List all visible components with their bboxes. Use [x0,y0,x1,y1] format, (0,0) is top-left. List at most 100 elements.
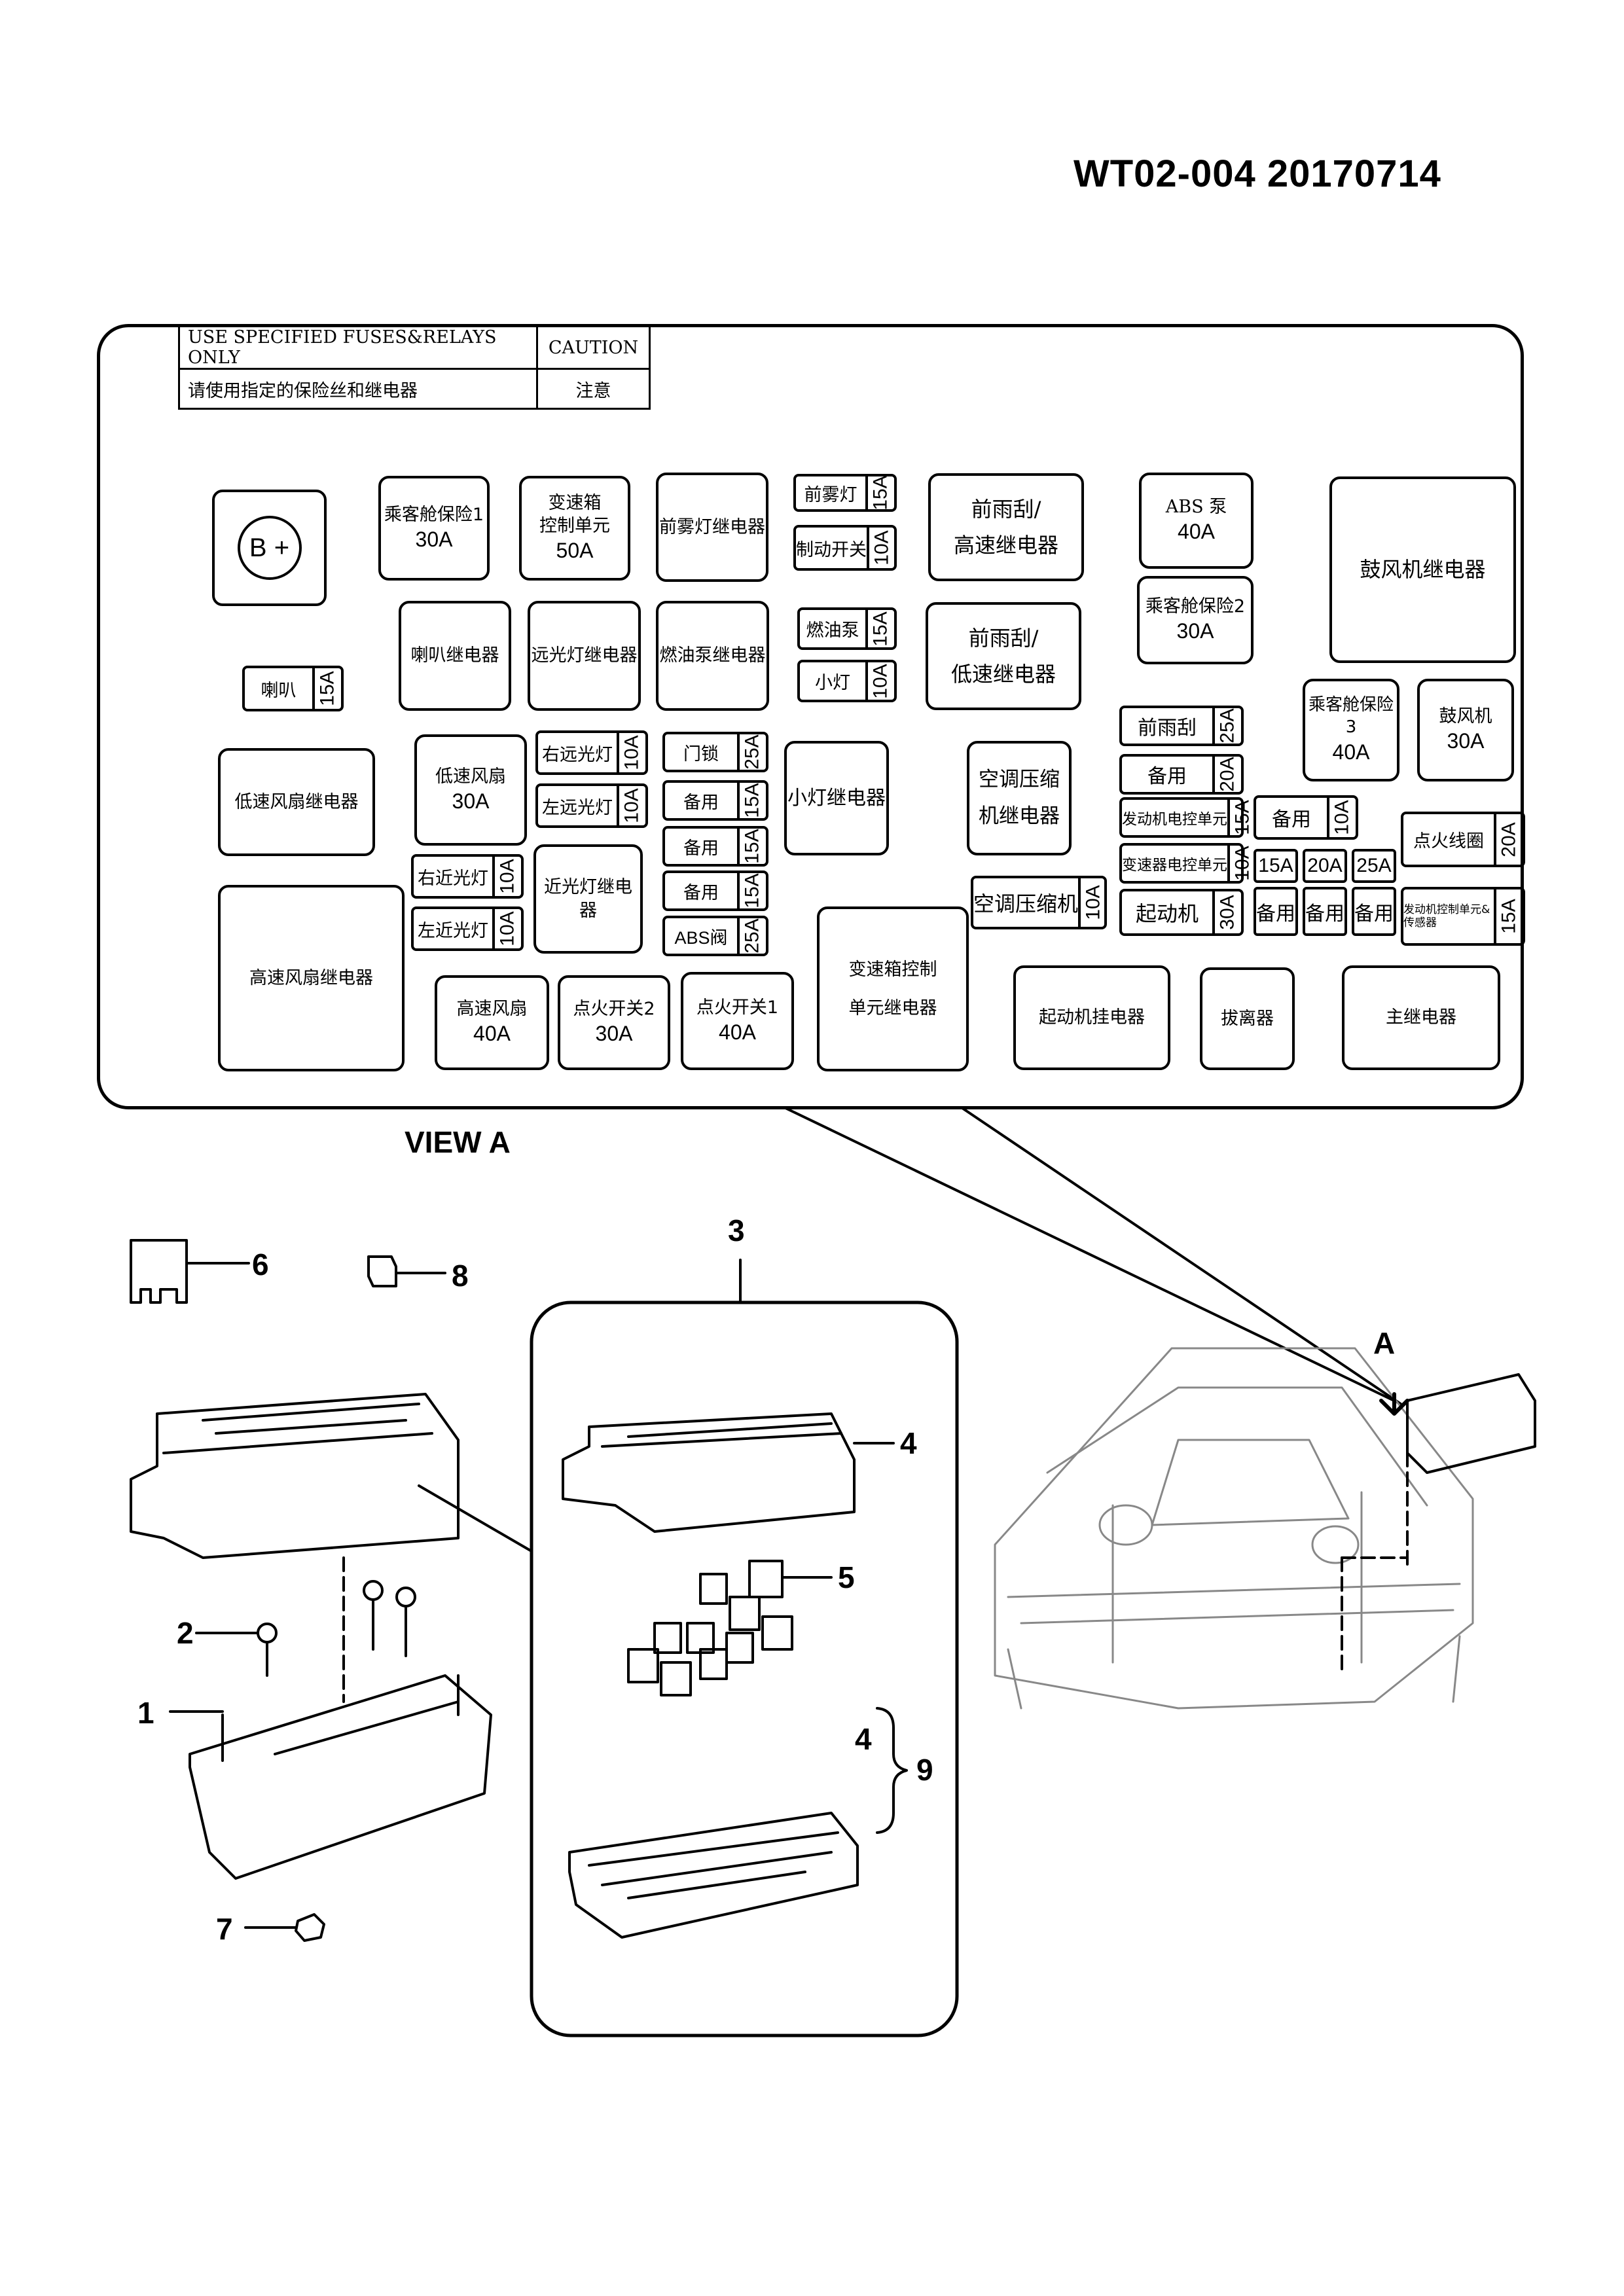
caution-heading-en: CAUTION [536,325,651,370]
relay-cabin-fuse-1: 乘客舱保险1 30A [378,476,490,581]
relay-amp: 30A [1447,729,1485,753]
callout-9: 9 [916,1753,933,1787]
view-a-label: VIEW A [405,1125,511,1159]
fuse-label: 前雨刮 [1138,717,1197,740]
fuse-spare-3: 备用 15A [662,870,768,911]
screw-icon [363,1580,384,1601]
callout-7: 7 [216,1912,233,1946]
fuse-label: 左近光灯 [418,920,488,941]
vehicle-front-frame-icon [994,1347,1474,1710]
relay-amp: 30A [452,789,490,813]
relay-amp: 40A [473,1022,511,1046]
fuse-front-wiper: 前雨刮 25A [1119,706,1244,746]
relay-label: 变速箱控制 [848,959,937,980]
relay-label: 鼓风机继电器 [1360,556,1486,582]
fuse-label: 制动开关 [796,539,867,560]
relay-label: 变速箱 [548,493,602,514]
callout-4-base: 4 [855,1722,872,1756]
relay-transmission-control: 变速箱 控制单元 50A [519,476,630,581]
document-id: WT02-004 20170714 [1074,152,1441,195]
fuse-label: 备用 [683,838,719,859]
screw-icon [257,1623,278,1643]
kit-group-outline [530,1300,959,2037]
relay-amp: 30A [1176,619,1214,643]
relay-label: 空调压缩 [979,767,1060,791]
fuse-engine-control-sensor: 发动机控制单元&传感器 15A [1401,887,1525,946]
fuse-label: 点火线圈 [1413,831,1484,852]
relay-label: 高速风扇 [456,999,528,1020]
relay-label: 控制单元 [539,516,610,537]
fuse-right-high-beam: 右远光灯 10A [535,730,648,775]
nut-icon [295,1913,325,1942]
fuse-ignition-switch-1: 点火开关1 40A [681,972,794,1070]
relay-low-speed-fan: 低速风扇继电器 [218,748,375,856]
relay-label: 远光灯继电器 [531,645,638,666]
fuse-label: 前雾灯 [804,484,857,505]
relay-main: 主继电器 [1342,965,1500,1070]
fuse-label: 右远光灯 [542,744,613,765]
fuse-box-assembled-icon [130,1393,460,1559]
relay-amp: 40A [719,1020,756,1044]
relay-icon [729,1596,761,1631]
relay-high-speed-fan: 高速风扇继电器 [218,885,405,1071]
fuse-label: 发动机电控单元 [1122,811,1227,828]
relay-label: 点火开关1 [696,997,779,1018]
relay-front-wiper-low: 前雨刮/ 低速继电器 [926,602,1081,710]
relay-starter: 起动机挂电器 [1013,965,1170,1070]
callout-6: 6 [252,1247,269,1282]
relay-label: 鼓风机 [1439,706,1492,727]
relay-label: 点火开关2 [573,999,655,1020]
fuse-door-lock: 门锁 25A [662,732,768,772]
fuse-label: 喇叭 [261,680,297,701]
relay-label: 乘客舱保险3 [1308,694,1394,737]
relay-amp: 40A [1332,740,1370,764]
fuse-engine-ecu: 发动机电控单元 15A [1119,797,1254,838]
fuse-spare-4: 备用 20A [1119,754,1244,795]
relay-label: 小灯继电器 [787,787,886,810]
relay-label: ABS 泵 [1165,497,1227,518]
relay-icon [627,1648,659,1683]
fuse-front-fog: 前雾灯 15A [793,474,897,512]
relay-icon [725,1632,754,1664]
relay-amp: 30A [595,1022,633,1046]
relay-icon [761,1615,793,1651]
screw-icon [395,1587,416,1607]
relay-icon [748,1560,784,1598]
fuse-label: 发动机控制单元&传感器 [1403,903,1490,929]
mini-fuse-amp: 15A [1254,849,1298,883]
fuse-transmission-ecu: 变速器电控单元 10A [1119,843,1254,884]
callout-5: 5 [838,1560,855,1594]
mini-fuse-label: 备用 [1352,887,1396,936]
relay-label: 喇叭继电器 [410,645,499,666]
relay-label: 高速风扇继电器 [249,967,373,988]
relay-ac-compressor: 空调压缩 机继电器 [967,741,1072,855]
fuse-left-high-beam: 左远光灯 10A [535,783,648,828]
relay-label: 前雾灯继电器 [659,516,765,537]
callout-1: 1 [137,1696,154,1730]
fuse-label: 左远光灯 [542,797,613,818]
fuse-label: 备用 [1147,765,1187,788]
relay-label: 前雨刮/ [971,497,1041,522]
fuse-small-lamp: 小灯 10A [797,660,897,702]
relay-label: 起动机挂电器 [1039,1007,1145,1028]
caution-text-zh: 请使用指定的保险丝和继电器 [178,368,538,410]
callout-view-a: A [1373,1326,1396,1360]
arrow-down-icon [1379,1392,1409,1416]
fuse-right-low-beam: 右近光灯 10A [411,854,524,899]
relay-label: 低速风扇继电器 [234,791,359,812]
relay-abs-pump: ABS 泵 40A [1139,473,1254,569]
battery-terminal: B + [212,490,327,606]
vehicle-fuse-box-icon [1406,1373,1536,1474]
battery-plus-icon: B + [237,516,302,580]
fuse-spare-2: 备用 15A [662,826,768,867]
fuse-starter: 起动机 30A [1119,889,1244,936]
relay-cabin-fuse-2: 乘客舱保险2 30A [1137,576,1254,664]
relay-label: 低速风扇 [435,766,506,787]
callout-2: 2 [177,1616,194,1650]
relay-small-lamp: 小灯继电器 [784,741,889,855]
fuse-fuel-pump: 燃油泵 15A [797,607,897,650]
relay-icon [660,1661,692,1696]
caution-table: USE SPECIFIED FUSES&RELAYS ONLY CAUTION … [178,325,651,410]
fuse-spare-1: 备用 15A [662,780,768,821]
